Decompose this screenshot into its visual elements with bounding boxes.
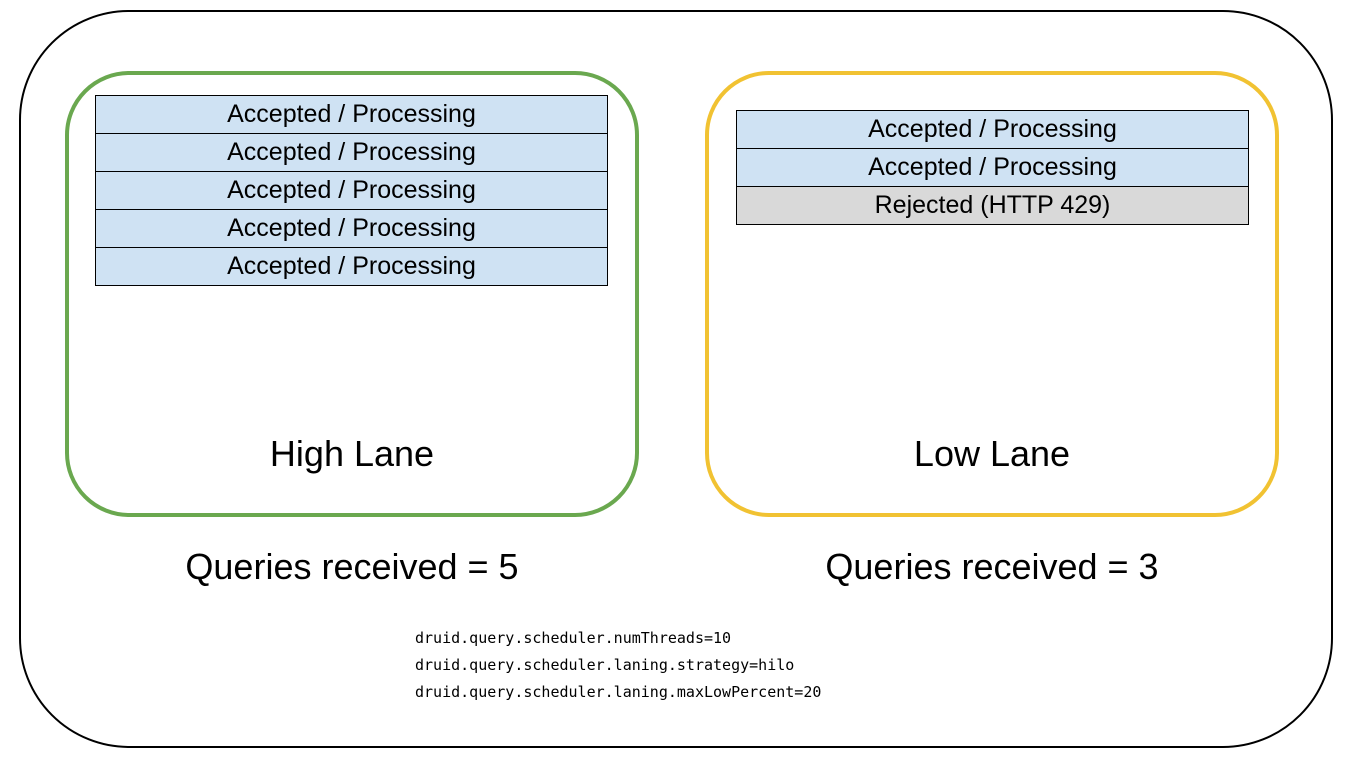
config-line-num-threads: druid.query.scheduler.numThreads=10 [415, 629, 732, 647]
low-lane-query-stack: Accepted / Processing Accepted / Process… [736, 110, 1249, 225]
high-lane-query-stack: Accepted / Processing Accepted / Process… [95, 95, 608, 286]
low-lane-title: Low Lane [913, 433, 1071, 474]
high-lane-query-2: Accepted / Processing [96, 134, 607, 172]
config-line-max-low-percent: druid.query.scheduler.laning.maxLowPerce… [415, 683, 822, 701]
high-lane-box [65, 71, 639, 517]
config-line-laning-strategy: druid.query.scheduler.laning.strategy=hi… [415, 656, 795, 674]
high-lane-query-4: Accepted / Processing [96, 210, 607, 248]
high-lane-queries-received: Queries received = 5 [185, 546, 519, 587]
high-lane-title: High Lane [269, 433, 435, 474]
low-lane-box [705, 71, 1279, 517]
scheduler-config: druid.query.scheduler.numThreads=10 drui… [415, 625, 821, 706]
low-lane-query-1: Accepted / Processing [737, 111, 1248, 149]
scheduler-container [19, 10, 1333, 748]
low-lane-queries-received: Queries received = 3 [825, 546, 1159, 587]
high-lane-query-1: Accepted / Processing [96, 96, 607, 134]
low-lane-query-2: Accepted / Processing [737, 149, 1248, 187]
high-lane-query-3: Accepted / Processing [96, 172, 607, 210]
high-lane-query-5: Accepted / Processing [96, 248, 607, 285]
low-lane-query-rejected: Rejected (HTTP 429) [737, 187, 1248, 224]
